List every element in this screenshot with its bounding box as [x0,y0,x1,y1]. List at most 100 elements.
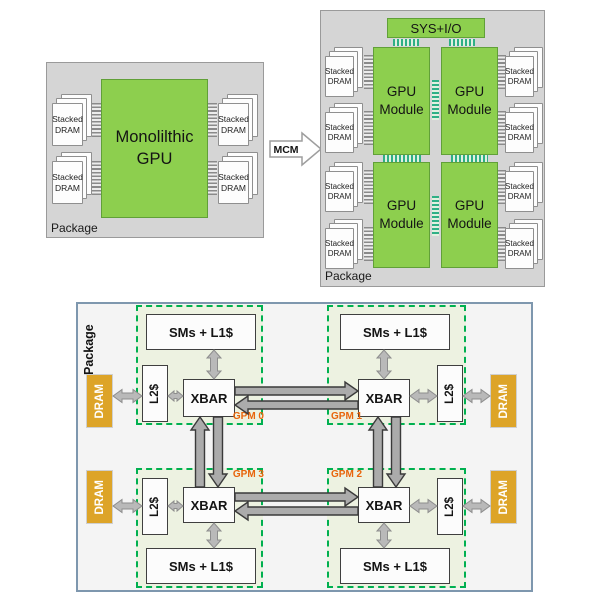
arrow-xbar-l2-gpm1 [409,388,438,404]
arrow-xbar0-to-xbar3 [207,416,229,489]
arrow-xbar-l2-gpm2 [409,498,438,514]
dram-connector [208,161,217,195]
stacked-dram-label: Stacked DRAM [325,228,354,269]
gpu-module-label: GPU Module [379,83,424,117]
sms-l1-label: SMs + L1$ [169,324,233,340]
arrow-dram-l2-gpm0 [112,388,143,404]
gpm1-sms-l1: SMs + L1$ [340,314,450,350]
gpm0-sms-l1: SMs + L1$ [146,314,256,350]
stacked-dram-label: Stacked DRAM [505,228,534,269]
stacked-dram: Stacked DRAM [505,103,543,153]
stacked-dram-label: Stacked DRAM [52,161,83,204]
gpm1-label: GPM 1 [331,411,363,422]
gpm2-dram: DRAM [490,470,517,524]
xbar-label: XBAR [365,497,403,513]
dram-connector [364,111,373,145]
xbar-label: XBAR [365,390,403,406]
arrow-xbar2-to-xbar3 [233,500,359,522]
stacked-dram-label: Stacked DRAM [218,103,249,146]
arrow-xbar3-to-xbar2 [234,486,360,508]
gpm2-sms-l1: SMs + L1$ [340,548,450,584]
stacked-dram-label: Stacked DRAM [52,103,83,146]
gpm3-dram: DRAM [86,470,113,524]
sysio-link [393,39,419,46]
stacked-dram-label: Stacked DRAM [505,112,534,153]
arrow-l2-xbar-gpm3 [167,499,184,513]
gpm0-dram: DRAM [86,374,113,428]
dram-connector [498,227,506,261]
monolithic-gpu-label: Monolilthic GPU [115,128,194,168]
dram-connector [92,103,101,137]
gpm3-sms-l1: SMs + L1$ [146,548,256,584]
arrow-l2-dram-gpm2 [462,498,491,514]
gpu-module-label: GPU Module [379,197,424,231]
gpu-module-label: GPU Module [447,83,492,117]
arrow-dram-l2-gpm3 [112,498,143,514]
stacked-dram: Stacked DRAM [218,152,258,204]
stacked-dram: Stacked DRAM [218,94,258,146]
dram-connector [364,227,373,261]
gpm0-label: GPM 0 [232,411,264,422]
dram-connector [364,55,373,89]
gpm3-xbar: XBAR [183,487,235,523]
stacked-dram: Stacked DRAM [325,219,363,269]
gpm2-xbar: XBAR [358,487,410,523]
sys-io-label: SYS+I/O [410,20,462,36]
gpu-module: GPU Module [441,47,498,155]
stacked-dram-label: Stacked DRAM [218,161,249,204]
dram-connector [208,103,217,137]
mcm-transition-arrow: MCM [269,131,323,167]
monolithic-gpu-die: Monolilthic GPU [101,79,208,218]
package-label: Package [325,269,372,283]
gpm3-l2: L2$ [142,478,168,535]
arrow-l2-xbar-gpm0 [167,389,184,403]
stacked-dram: Stacked DRAM [505,47,543,97]
stacked-dram: Stacked DRAM [325,103,363,153]
dram-connector [498,170,506,204]
stacked-dram: Stacked DRAM [325,47,363,97]
xbar-label: XBAR [190,497,228,513]
mcm-arrow-shape [269,131,323,167]
stacked-dram-label: Stacked DRAM [325,56,354,97]
gpm3-label: GPM 3 [232,469,264,480]
gpu-module-label: GPU Module [447,197,492,231]
stacked-dram: Stacked DRAM [505,219,543,269]
sms-l1-label: SMs + L1$ [363,324,427,340]
arrow-xbar1-to-xbar2 [385,416,407,489]
sms-l1-label: SMs + L1$ [169,558,233,574]
stacked-dram: Stacked DRAM [325,162,363,212]
module-link [451,155,488,162]
gpm2-l2: L2$ [437,478,463,535]
package-label: Package [51,221,98,235]
gpm0-xbar: XBAR [183,379,235,417]
stacked-dram-label: Stacked DRAM [505,171,534,212]
xbar-label: XBAR [190,390,228,406]
dram-connector [498,111,506,145]
gpu-module: GPU Module [373,47,430,155]
gpu-module: GPU Module [373,162,430,268]
dram-connector [498,55,506,89]
gpm2-label: GPM 2 [331,469,363,480]
mcm-arrow-label: MCM [273,144,298,156]
arrow-sms-xbar-gpm1 [375,349,393,380]
dram-connector [92,161,101,195]
module-link [432,196,439,236]
arrow-xbar-sms-gpm2 [375,522,393,549]
gpm1-xbar: XBAR [358,379,410,417]
stacked-dram-label: Stacked DRAM [505,56,534,97]
arrow-xbar3-to-xbar0 [189,415,211,488]
stacked-dram: Stacked DRAM [505,162,543,212]
arrow-l2-dram-gpm1 [462,388,491,404]
gpm1-dram: DRAM [490,374,517,428]
sysio-link [449,39,475,46]
arrow-xbar0-to-xbar1 [234,380,360,402]
arrow-xbar1-to-xbar0 [233,394,359,416]
dram-connector [364,170,373,204]
stacked-dram-label: Stacked DRAM [325,112,354,153]
stacked-dram: Stacked DRAM [52,94,92,146]
gpu-module: GPU Module [441,162,498,268]
sys-io-block: SYS+I/O [387,18,485,38]
arrow-sms-xbar-gpm0 [205,349,223,380]
